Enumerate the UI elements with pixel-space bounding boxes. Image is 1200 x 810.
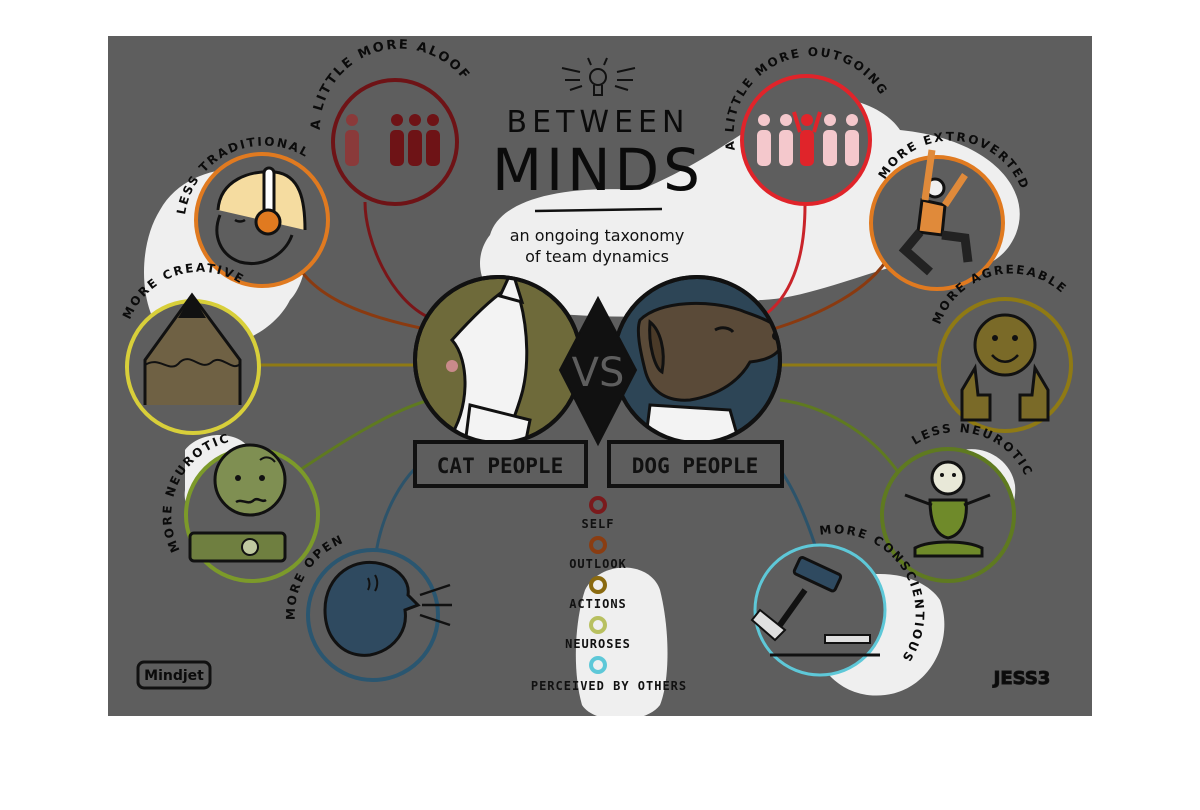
legend-swatch-outlook: [589, 536, 607, 554]
subtitle-line-1: an ongoing taxonomy: [510, 226, 685, 245]
people-icon: [757, 111, 859, 166]
cat-portrait: [413, 275, 583, 445]
speaking-head-icon: [323, 560, 452, 657]
legend-label: OUTLOOK: [569, 557, 627, 571]
jumping-person-icon: [898, 149, 973, 276]
people-icon: [345, 114, 440, 166]
gavel-icon: [750, 556, 880, 657]
legend-label: PERCEIVED BY OTHERS: [531, 679, 687, 693]
jess3-logo: JESS3: [991, 668, 1051, 690]
legend-label: ACTIONS: [569, 597, 627, 611]
pencil-icon: [143, 292, 242, 405]
title-underline: [534, 207, 663, 213]
thumbs-up-icon: [960, 313, 1050, 422]
cat-people-box: CAT PEOPLE: [413, 440, 588, 488]
legend: SELF OUTLOOK ACTIONS NEUROSES PERCEIVED …: [531, 496, 687, 693]
title-line-2: MINDS: [492, 136, 704, 204]
dog-people-box: DOG PEOPLE: [607, 440, 784, 488]
lightbulb-icon: [561, 57, 636, 96]
subtitle-line-2: of team dynamics: [525, 247, 669, 266]
jess3-logo-text: JESS3: [992, 668, 1051, 689]
cat-people-label: CAT PEOPLE: [437, 454, 563, 478]
legend-swatch-neuroses: [589, 616, 607, 634]
title-line-1: BETWEEN: [507, 105, 690, 140]
legend-swatch-actions: [589, 576, 607, 594]
worried-face-icon: [188, 443, 287, 563]
legend-swatch-perceived: [589, 656, 607, 674]
connector-lines: [260, 201, 940, 561]
vs-diamond: VS: [558, 295, 638, 447]
dog-people-label: DOG PEOPLE: [632, 454, 758, 478]
mindjet-logo-text: Mindjet: [144, 668, 204, 684]
legend-label: NEUROSES: [565, 637, 631, 651]
headphones-icon: [215, 166, 307, 265]
mindjet-logo: Mindjet: [136, 660, 212, 690]
legend-swatch-self: [589, 496, 607, 514]
legend-label: SELF: [582, 517, 615, 531]
vs-label: VS: [572, 350, 625, 396]
trait-outgoing: A LITTLE MORE OUTGOING: [722, 45, 889, 206]
meditating-person-icon: [904, 460, 991, 558]
